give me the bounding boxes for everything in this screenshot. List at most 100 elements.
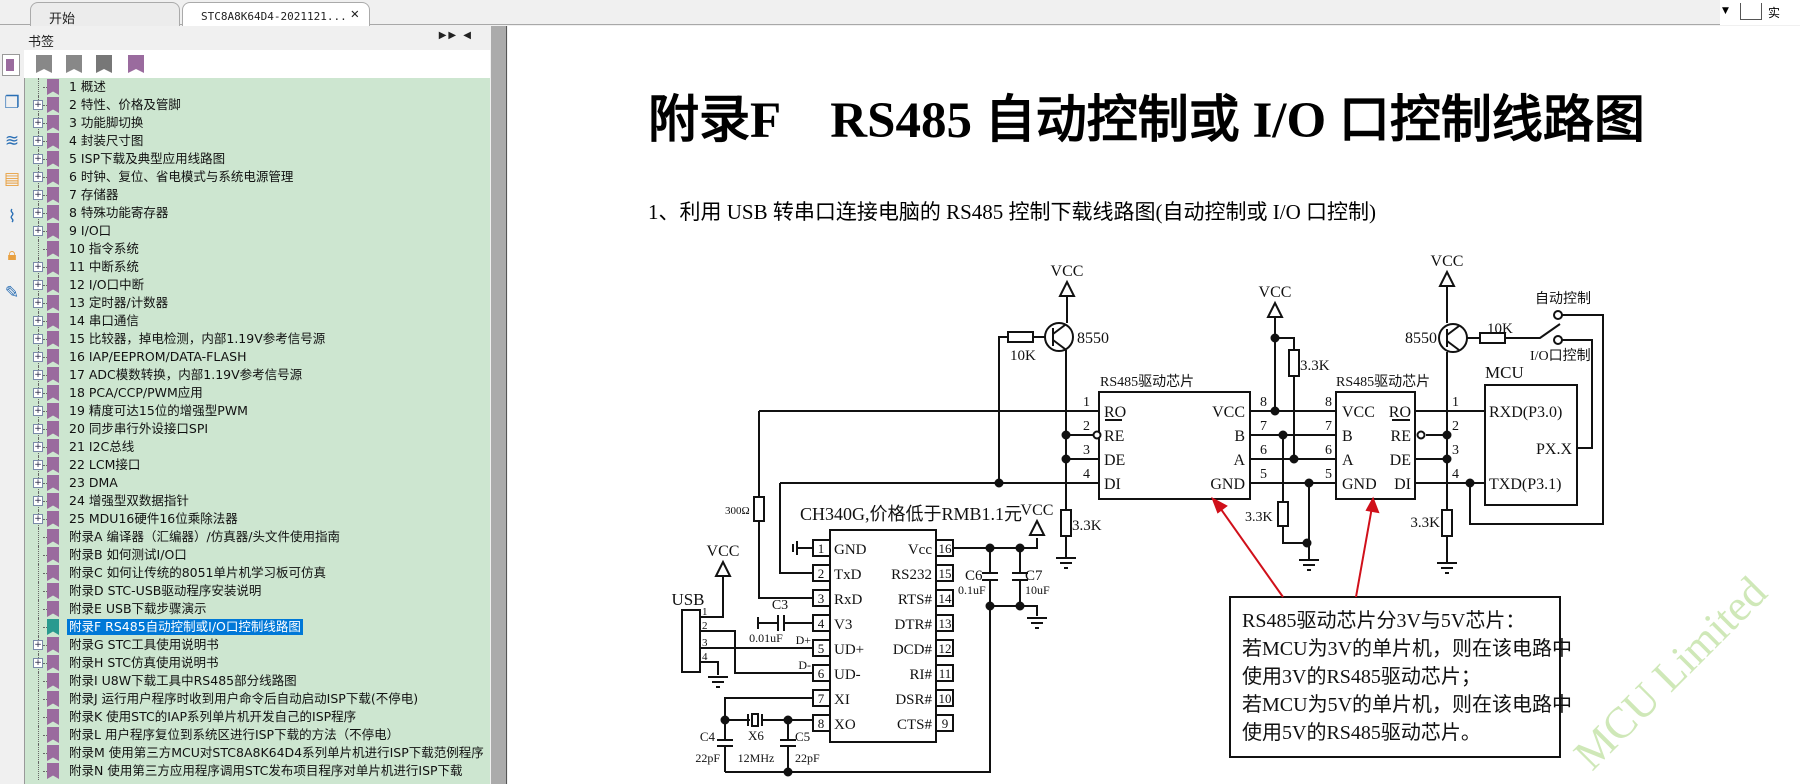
- page-title: 附录F RS485 自动控制或 I/O 口控制线路图: [648, 93, 1645, 149]
- bookmark-item[interactable]: +12 I/O口中断: [25, 276, 490, 294]
- note-line: 使用5V的RS485驱动芯片。: [1242, 721, 1481, 744]
- expand-icon[interactable]: +: [33, 478, 43, 488]
- expand-icon[interactable]: +: [33, 280, 43, 290]
- bookmark-item[interactable]: 附录K 使用STC的IAP系列单片机开发自己的ISP程序: [25, 708, 490, 726]
- bookmark-label: 8 特殊功能寄存器: [69, 205, 169, 220]
- panel-splitter[interactable]: [491, 26, 507, 784]
- bookmark-item[interactable]: +22 LCM接口: [25, 456, 490, 474]
- expand-icon[interactable]: +: [33, 406, 43, 416]
- bookmark-item[interactable]: +24 增强型双数据指针: [25, 492, 490, 510]
- comments-icon[interactable]: ▤: [3, 169, 21, 189]
- bookmark-item[interactable]: 附录F RS485自动控制或I/O口控制线路图: [25, 618, 490, 636]
- expand-icon[interactable]: +: [33, 370, 43, 380]
- bookmark-item[interactable]: +附录G STC工具使用说明书: [25, 636, 490, 654]
- expand-icon[interactable]: +: [33, 262, 43, 272]
- expand-icon[interactable]: +: [33, 334, 43, 344]
- expand-icon[interactable]: +: [33, 514, 43, 524]
- bookmark-item[interactable]: 附录B 如何测试I/O口: [25, 546, 490, 564]
- bookmark-item[interactable]: 附录M 使用第三方MCU对STC8A8K64D4系列单片机进行ISP下载范例程序: [25, 744, 490, 762]
- bookmarks-icon[interactable]: [2, 54, 20, 76]
- expand-icon[interactable]: +: [33, 190, 43, 200]
- bookmark-item[interactable]: +18 PCA/CCP/PWM应用: [25, 384, 490, 402]
- bookmark-label: 附录I U8W下载工具中RS485部分线路图: [69, 673, 297, 688]
- rs485-chip-2: [1335, 391, 1416, 500]
- cap-label: C4: [700, 729, 716, 744]
- dropdown-arrow-icon[interactable]: ▼: [1722, 6, 1729, 16]
- bookmark-item[interactable]: +21 I2C总线: [25, 438, 490, 456]
- expand-icon[interactable]: +: [33, 100, 43, 110]
- expand-icon[interactable]: +: [33, 388, 43, 398]
- expand-icon[interactable]: +: [33, 640, 43, 650]
- expand-icon[interactable]: +: [33, 172, 43, 182]
- bookmark-item[interactable]: +9 I/O口: [25, 222, 490, 240]
- expand-bookmark-icon[interactable]: [96, 55, 112, 73]
- bookmark-item[interactable]: +6 时钟、复位、省电模式与系统电源管理: [25, 168, 490, 186]
- bookmark-item[interactable]: +5 ISP下载及典型应用线路图: [25, 150, 490, 168]
- bookmark-item[interactable]: +13 定时器/计数器: [25, 294, 490, 312]
- toolbar-partial-label[interactable]: 实: [1768, 6, 1781, 20]
- bookmark-item[interactable]: 附录D STC-USB驱动程序安装说明: [25, 582, 490, 600]
- layers-icon[interactable]: ≋: [4, 131, 20, 151]
- bookmark-item[interactable]: 附录A 编译器（汇编器）/仿真器/头文件使用指南: [25, 528, 490, 546]
- bookmark-item[interactable]: 10 指令系统: [25, 240, 490, 258]
- expand-icon[interactable]: +: [33, 352, 43, 362]
- expand-icon[interactable]: +: [33, 496, 43, 506]
- bookmark-icon: [47, 601, 59, 617]
- bookmark-label: 22 LCM接口: [69, 457, 141, 472]
- expand-icon[interactable]: +: [33, 136, 43, 146]
- pin-number: 8: [1325, 395, 1332, 410]
- expand-icon[interactable]: +: [33, 226, 43, 236]
- bookmark-item[interactable]: 附录I U8W下载工具中RS485部分线路图: [25, 672, 490, 690]
- attachments-icon[interactable]: ⌇: [7, 207, 17, 227]
- bookmark-label: 20 同步串行外设接口SPI: [69, 421, 209, 436]
- expand-icon[interactable]: +: [33, 424, 43, 434]
- expand-icon[interactable]: +: [33, 118, 43, 128]
- expand-icon[interactable]: +: [33, 208, 43, 218]
- bookmark-item[interactable]: +20 同步串行外设接口SPI: [25, 420, 490, 438]
- bookmark-label: 18 PCA/CCP/PWM应用: [69, 385, 203, 400]
- bookmark-item[interactable]: +23 DMA: [25, 474, 490, 492]
- bookmark-item[interactable]: 附录C 如何让传统的8051单片机学习板可仿真: [25, 564, 490, 582]
- bookmark-item[interactable]: +16 IAP/EEPROM/DATA-FLASH: [25, 348, 490, 366]
- collapse-panel-icon[interactable]: ◀: [463, 30, 473, 41]
- pin-box: [935, 564, 954, 582]
- bookmark-item[interactable]: +7 存储器: [25, 186, 490, 204]
- bookmark-item[interactable]: +附录H STC仿真使用说明书: [25, 654, 490, 672]
- bookmark-item[interactable]: 附录J 运行用户程序时收到用户命令后自动启动ISP下载(不停电): [25, 690, 490, 708]
- pages-icon[interactable]: ❐: [4, 93, 20, 113]
- bookmark-options-icon[interactable]: [128, 55, 144, 73]
- edit-sign-icon[interactable]: [1740, 3, 1762, 20]
- bookmark-item[interactable]: +8 特殊功能寄存器: [25, 204, 490, 222]
- junction-dot: [1015, 601, 1025, 611]
- close-tab-icon[interactable]: ✕: [350, 6, 359, 22]
- expand-icon[interactable]: +: [33, 658, 43, 668]
- pin-number: 16: [939, 541, 953, 556]
- bookmark-item[interactable]: +15 比较器，掉电检测，内部1.19V参考信号源: [25, 330, 490, 348]
- pin-name: RO: [1104, 404, 1126, 421]
- bookmark-item[interactable]: 附录L 用户程序复位到系统区进行ISP下载的方法（不停电）: [25, 726, 490, 744]
- tab-start[interactable]: 开始: [30, 2, 180, 27]
- security-icon[interactable]: 🔒︎: [7, 245, 17, 265]
- bookmark-item[interactable]: +17 ADC模数转换，内部1.19V参考信号源: [25, 366, 490, 384]
- bookmark-item[interactable]: +2 特性、价格及管脚: [25, 96, 490, 114]
- expand-icon[interactable]: +: [33, 460, 43, 470]
- signatures-icon[interactable]: ✎: [4, 283, 20, 303]
- panel-options-icon[interactable]: ▶▶: [438, 30, 459, 41]
- bookmark-item[interactable]: 1 概述: [25, 78, 490, 96]
- bookmark-item[interactable]: +25 MDU16硬件16位乘除法器: [25, 510, 490, 528]
- delete-bookmark-icon[interactable]: [36, 55, 52, 73]
- add-bookmark-icon[interactable]: [66, 55, 82, 73]
- bookmark-item[interactable]: +19 精度可达15位的增强型PWM: [25, 402, 490, 420]
- bookmark-item[interactable]: 附录N 使用第三方应用程序调用STC发布项目程序对单片机进行ISP下载: [25, 762, 490, 780]
- expand-icon[interactable]: +: [33, 298, 43, 308]
- tree-line: [38, 690, 39, 708]
- bookmark-item[interactable]: +4 封装尺寸图: [25, 132, 490, 150]
- expand-icon[interactable]: +: [33, 442, 43, 452]
- expand-icon[interactable]: +: [33, 316, 43, 326]
- bookmark-item[interactable]: +11 中断系统: [25, 258, 490, 276]
- expand-icon[interactable]: +: [33, 154, 43, 164]
- bookmark-item[interactable]: 附录E USB下载步骤演示: [25, 600, 490, 618]
- tab-document[interactable]: STC8A8K64D4-2021121...✕: [182, 2, 370, 26]
- bookmark-item[interactable]: +14 串口通信: [25, 312, 490, 330]
- bookmark-item[interactable]: +3 功能脚切换: [25, 114, 490, 132]
